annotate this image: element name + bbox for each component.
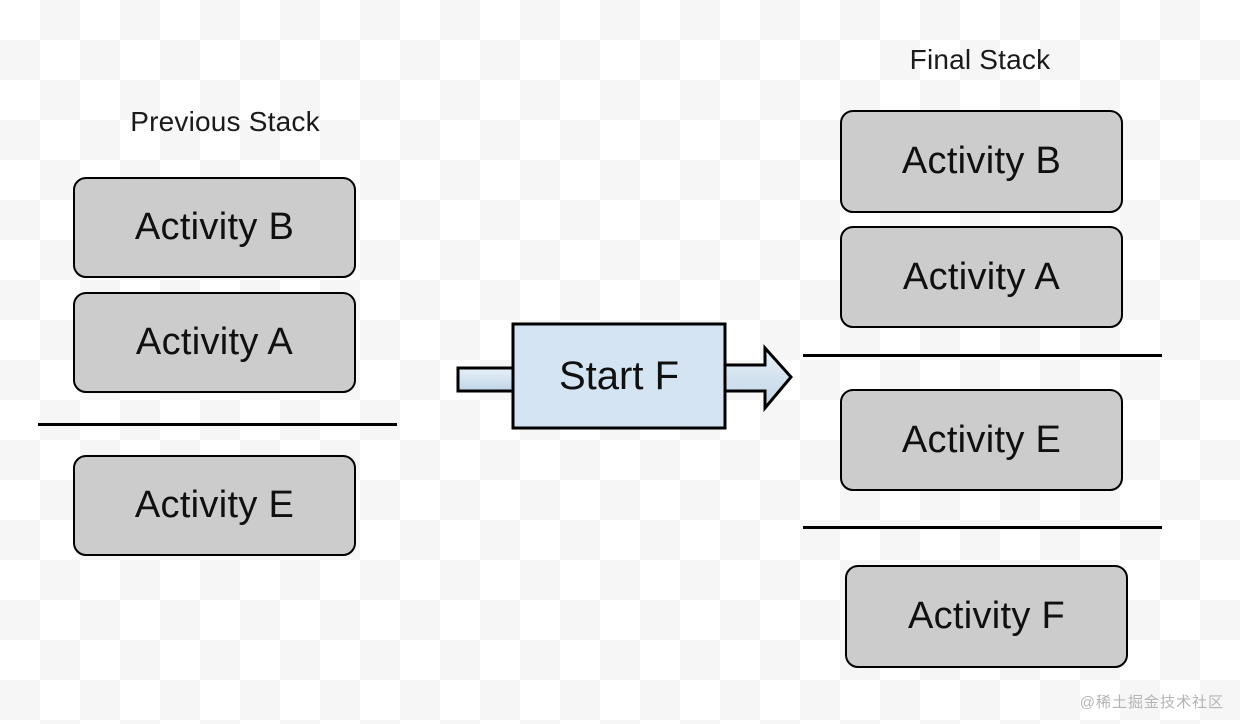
arrow-tail-stub	[456, 366, 517, 393]
previous-stack-title: Previous Stack	[130, 106, 320, 137]
start-activity-rect	[511, 322, 727, 430]
previous-stack-activity-box: Activity E	[73, 455, 356, 556]
previous-stack-activity-box: Activity A	[73, 292, 356, 393]
final-stack-title: Final Stack	[909, 44, 1051, 75]
final-stack-activity-box: Activity F	[845, 565, 1128, 668]
block-arrow-right-icon	[456, 322, 793, 430]
previous-stack-task-divider	[38, 423, 397, 426]
arrow-head	[723, 344, 793, 413]
final-stack-task-divider	[803, 526, 1162, 529]
final-stack-activity-box: Activity A	[840, 226, 1123, 328]
final-stack-task-divider	[803, 354, 1162, 357]
watermark-text: @稀土掘金技术社区	[1079, 694, 1224, 711]
final-stack-activity-box: Activity E	[840, 389, 1123, 491]
transition-arrow-group	[455, 318, 795, 436]
previous-stack-activity-box: Activity B	[73, 177, 356, 278]
final-stack-activity-box: Activity B	[840, 110, 1123, 213]
